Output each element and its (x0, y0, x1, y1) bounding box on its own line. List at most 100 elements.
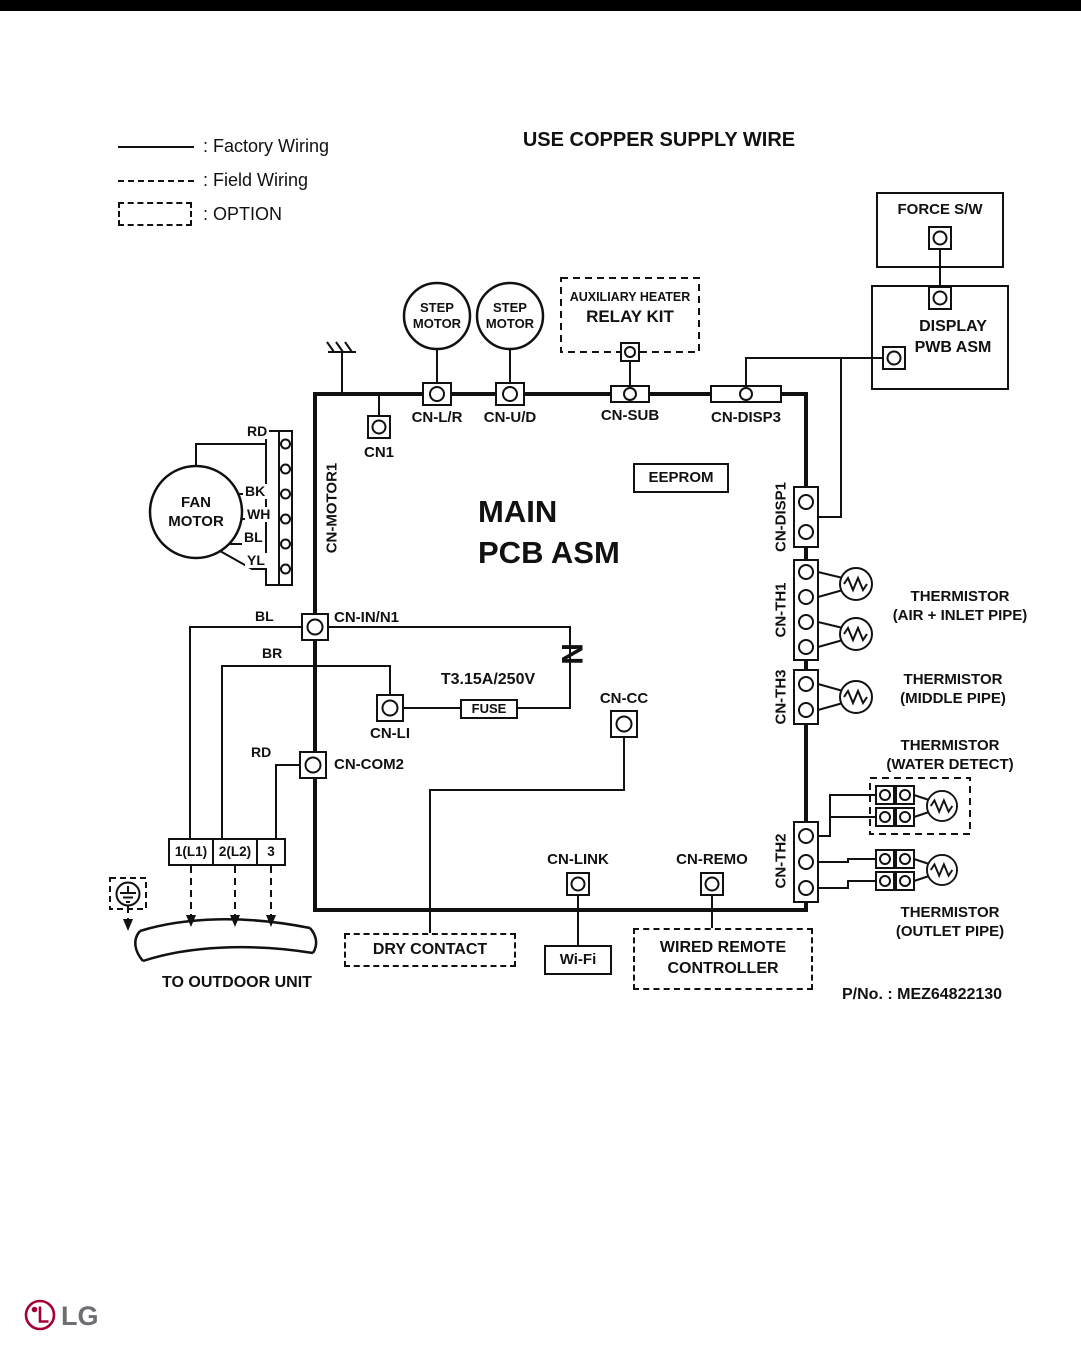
wire-label-bl-motor: BL (242, 529, 265, 546)
thermistor-middle-label: THERMISTOR (MIDDLE PIPE) (868, 671, 1038, 709)
wifi-box: Wi-Fi (544, 945, 612, 975)
terminal-2-label: 2(L2) (218, 844, 252, 860)
display-pwb-label-1: DISPLAY (919, 317, 987, 335)
display-pwb-label-2: PWB ASM (914, 338, 992, 356)
cn-cc-connector (610, 710, 638, 738)
step-motor-left-label: STEP MOTOR (404, 300, 470, 333)
thermistor-water-line1: THERMISTOR (900, 737, 1000, 754)
display-pwb-box: DISPLAY PWB ASM (871, 285, 1009, 390)
thermistor-middle-line1: THERMISTOR (903, 671, 1003, 688)
factory-wires (189, 248, 941, 945)
cn-link-label: CN-LINK (547, 851, 609, 868)
step-motor-right-line1: STEP (493, 300, 527, 315)
legend-field-line (118, 180, 194, 182)
legend-field-label: : Field Wiring (203, 170, 309, 190)
legend-option-box (118, 202, 192, 226)
cn-ud-connector (495, 382, 525, 406)
aux-relay-connector (620, 342, 640, 362)
cn-sub-connector (610, 385, 650, 403)
pcb-title: MAIN PCB ASM (478, 492, 620, 574)
lg-logo: LG (24, 1299, 99, 1331)
cn-li-label: CN-LI (370, 725, 410, 742)
thermistor-air-2-icon (839, 617, 873, 651)
pcb-title-line2: PCB ASM (478, 534, 620, 570)
neutral-symbol: N (555, 643, 588, 665)
wire-label-rd-top: RD (245, 423, 270, 440)
water-plug-4 (895, 807, 915, 827)
force-sw-box: FORCE S/W (876, 192, 1004, 268)
thermistor-air-line2: (AIR + INLET PIPE) (892, 606, 1028, 624)
legend-factory-line (118, 146, 194, 148)
cn-th3-label: CN-TH3 (772, 669, 790, 725)
thermistor-outlet-icon (926, 854, 958, 886)
cn-sub-label: CN-SUB (600, 407, 660, 424)
cn-li-connector (376, 694, 404, 722)
cn-remo-connector (700, 872, 724, 896)
cn-motor1-connector (265, 430, 293, 586)
fan-motor-line2: MOTOR (168, 512, 224, 530)
chassis-ground-icon (326, 341, 356, 394)
cn-disp1-connector (793, 486, 819, 548)
fuse-label: FUSE (471, 700, 507, 716)
eeprom-label: EEPROM (648, 469, 714, 487)
terminal-1: 1(L1) (168, 838, 214, 866)
thermistor-air-label: THERMISTOR (AIR + INLET PIPE) (875, 588, 1045, 626)
edge-connectors (265, 382, 819, 903)
top-bar (0, 0, 1081, 11)
cn-motor1-label: CN-MOTOR1 (323, 462, 341, 554)
thermistor-air-line1: THERMISTOR (910, 588, 1010, 605)
wired-remote-box: WIRED REMOTE CONTROLLER (633, 928, 813, 990)
cn-ud-label: CN-U/D (483, 409, 537, 426)
terminal-3-label: 3 (267, 844, 275, 860)
cn-lr-connector (422, 382, 452, 406)
wired-remote-line1: WIRED REMOTE (659, 939, 787, 957)
cn-link-connector (566, 872, 590, 896)
cn-disp3-label: CN-DISP3 (710, 409, 781, 426)
legend-factory-label: : Factory Wiring (203, 136, 330, 156)
cn-in-n1-label: CN-IN/N1 (334, 609, 400, 626)
thermistor-outlet-label: THERMISTOR (OUTLET PIPE) (865, 904, 1035, 942)
thermistor-water-label: THERMISTOR (WATER DETECT) (865, 737, 1035, 775)
wifi-label: Wi-Fi (559, 951, 597, 969)
cn1-connector (367, 415, 391, 439)
thermistor-outlet-line2: (OUTLET PIPE) (895, 922, 1005, 940)
thermistor-water-line2: (WATER DETECT) (886, 755, 1014, 773)
wire-label-bl-in: BL (253, 608, 276, 625)
outlet-plug-2 (895, 849, 915, 869)
cn-disp3-connector (710, 385, 782, 403)
lg-logo-eye (31, 1306, 38, 1313)
thermistor-middle-line2: (MIDDLE PIPE) (900, 689, 1006, 707)
fan-motor-line1: FAN (181, 494, 211, 511)
outdoor-unit-label: TO OUTDOOR UNIT (162, 974, 312, 991)
cn-th1-label: CN-TH1 (772, 582, 790, 638)
step-motor-right-line2: MOTOR (485, 316, 535, 332)
step-motor-left-line1: STEP (420, 300, 454, 315)
step-motor-left-line2: MOTOR (412, 316, 462, 332)
thermistor-outlet-line1: THERMISTOR (900, 904, 1000, 921)
wire-label-rd-com: RD (249, 744, 274, 761)
cn-com2-connector (299, 751, 327, 779)
field-wires (127, 277, 971, 920)
wired-remote-line2: CONTROLLER (667, 960, 779, 977)
cn1-label: CN1 (363, 444, 394, 461)
aux-heater-label-2: RELAY KIT (586, 307, 674, 326)
dry-contact-label: DRY CONTACT (372, 940, 488, 958)
cn-remo-label: CN-REMO (676, 851, 748, 868)
terminal-2: 2(L2) (212, 838, 258, 866)
fuse-box: FUSE (460, 699, 518, 719)
terminal-1-label: 1(L1) (174, 844, 208, 860)
cn-in-n1-connector (301, 613, 329, 641)
wire-label-yl: YL (245, 552, 267, 569)
cn-th2-connector (793, 821, 819, 903)
fan-motor-circle (148, 464, 244, 560)
step-motor-left-circle (402, 281, 472, 351)
wire-label-bk: BK (243, 483, 268, 500)
earth-ground-icon (109, 877, 147, 910)
thermistor-water-icon (926, 790, 958, 822)
cable-sleeve (134, 918, 318, 963)
outlet-plug-4 (895, 871, 915, 891)
step-motor-right-circle (475, 281, 545, 351)
aux-heater-label-1: AUXILIARY HEATER (569, 290, 691, 304)
cn-th1-connector (793, 559, 819, 661)
